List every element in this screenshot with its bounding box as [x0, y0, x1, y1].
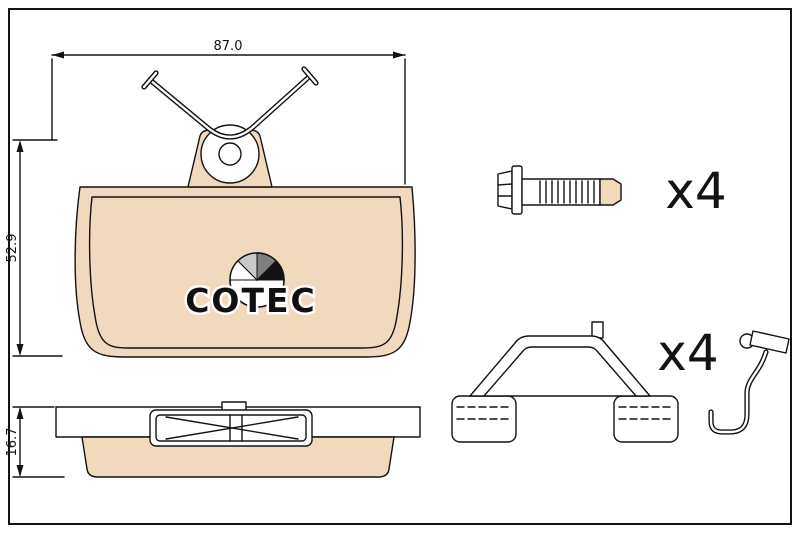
side-friction-material [81, 436, 395, 478]
width-dimension: 87.0 [51, 39, 406, 185]
wear-sensor-drawing [708, 330, 790, 435]
bolt-head [497, 170, 513, 210]
bolt-flange [511, 165, 523, 215]
clip-quantity-label: x4 [657, 324, 718, 382]
thickness-dimension: 16.7 [5, 406, 65, 478]
bolt-tip [599, 178, 622, 206]
height-dimension: 52.9 [5, 139, 63, 357]
piston-inner-circle [218, 142, 242, 166]
sensor-connector [749, 330, 790, 354]
bolt-quantity-label: x4 [665, 162, 726, 220]
width-dimension-label: 87.0 [214, 39, 243, 54]
bolt-drawing: x4 [497, 162, 727, 220]
retaining-spring-icon [141, 66, 319, 140]
thickness-dimension-label: 16.7 [5, 428, 20, 457]
cotec-logo-text: COTEC [185, 281, 317, 320]
friction-material-outline [88, 196, 404, 349]
clip-drawing: x4 [451, 321, 719, 443]
side-spring-clip [149, 401, 313, 447]
cotec-logo: COTEC [183, 252, 317, 323]
height-dimension-label: 52.9 [5, 234, 20, 263]
pad-side-view [55, 401, 421, 478]
clip-bridge [469, 335, 651, 397]
cotec-gauge-icon [229, 252, 285, 308]
bolt-threads [539, 180, 595, 204]
